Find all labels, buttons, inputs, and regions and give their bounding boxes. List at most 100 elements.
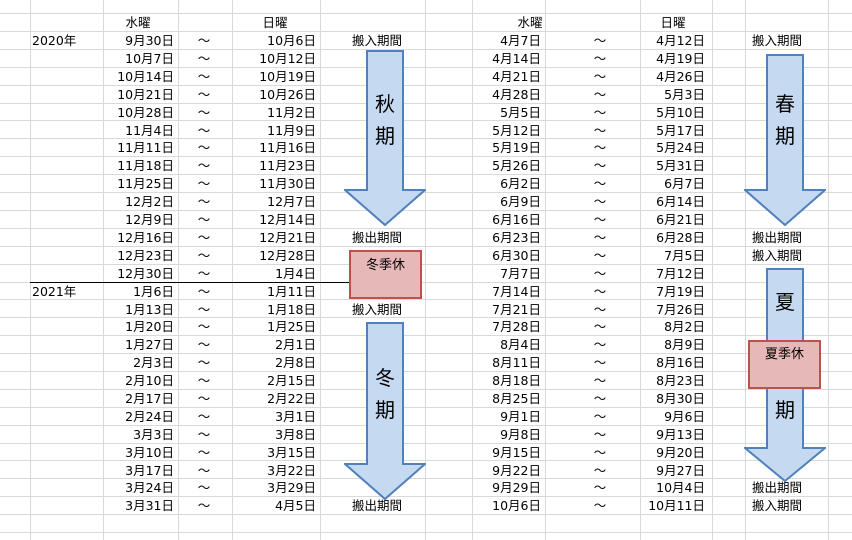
tilde-separator[interactable]: ～ — [593, 319, 607, 334]
tilde-separator[interactable]: ～ — [197, 355, 211, 370]
tilde-separator[interactable]: ～ — [197, 194, 211, 209]
date-sunday[interactable]: 5月17日 — [656, 123, 705, 138]
tilde-separator[interactable]: ～ — [197, 319, 211, 334]
date-sunday[interactable]: 5月10日 — [656, 105, 705, 120]
tilde-separator[interactable]: ～ — [593, 230, 607, 245]
tilde-separator[interactable]: ～ — [197, 427, 211, 442]
tilde-separator[interactable]: ～ — [593, 51, 607, 66]
date-wednesday[interactable]: 11月4日 — [125, 123, 174, 138]
tilde-separator[interactable]: ～ — [593, 140, 607, 155]
date-sunday[interactable]: 12月7日 — [267, 194, 316, 209]
tilde-separator[interactable]: ～ — [197, 284, 211, 299]
date-wednesday[interactable]: 1月6日 — [133, 284, 174, 299]
tilde-separator[interactable]: ～ — [593, 355, 607, 370]
tilde-separator[interactable]: ～ — [197, 158, 211, 173]
date-wednesday[interactable]: 2月24日 — [125, 409, 174, 424]
tilde-separator[interactable]: ～ — [593, 176, 607, 191]
date-wednesday[interactable]: 8月25日 — [492, 391, 541, 406]
date-wednesday[interactable]: 10月6日 — [492, 498, 541, 513]
period-note[interactable]: 搬出期間 — [752, 230, 803, 245]
date-sunday[interactable]: 3月1日 — [275, 409, 316, 424]
date-wednesday[interactable]: 10月14日 — [117, 69, 174, 84]
period-note[interactable]: 搬入期間 — [752, 33, 803, 48]
date-sunday[interactable]: 12月14日 — [259, 212, 316, 227]
date-sunday[interactable]: 4月12日 — [656, 33, 705, 48]
period-note[interactable]: 搬入期間 — [752, 248, 803, 263]
date-wednesday[interactable]: 12月16日 — [117, 230, 174, 245]
tilde-separator[interactable]: ～ — [593, 105, 607, 120]
date-wednesday[interactable]: 3月31日 — [125, 498, 174, 513]
date-wednesday[interactable]: 7月21日 — [492, 302, 541, 317]
period-note[interactable]: 搬出期間 — [352, 230, 403, 245]
tilde-separator[interactable]: ～ — [593, 427, 607, 442]
date-sunday[interactable]: 5月31日 — [656, 158, 705, 173]
period-note[interactable]: 搬入期間 — [352, 302, 403, 317]
date-sunday[interactable]: 9月27日 — [656, 463, 705, 478]
tilde-separator[interactable]: ～ — [197, 391, 211, 406]
tilde-separator[interactable]: ～ — [593, 391, 607, 406]
tilde-separator[interactable]: ～ — [197, 480, 211, 495]
date-sunday[interactable]: 10月4日 — [656, 480, 705, 495]
tilde-separator[interactable]: ～ — [593, 409, 607, 424]
date-wednesday[interactable]: 6月2日 — [500, 176, 541, 191]
tilde-separator[interactable]: ～ — [197, 123, 211, 138]
period-note[interactable]: 搬出期間 — [352, 498, 403, 513]
date-wednesday[interactable]: 9月1日 — [500, 409, 541, 424]
date-sunday[interactable]: 7月19日 — [656, 284, 705, 299]
date-wednesday[interactable]: 4月21日 — [492, 69, 541, 84]
date-sunday[interactable]: 3月29日 — [267, 480, 316, 495]
tilde-separator[interactable]: ～ — [593, 69, 607, 84]
tilde-separator[interactable]: ～ — [197, 498, 211, 513]
date-sunday[interactable]: 12月21日 — [259, 230, 316, 245]
tilde-separator[interactable]: ～ — [593, 373, 607, 388]
date-sunday[interactable]: 4月26日 — [656, 69, 705, 84]
date-wednesday[interactable]: 11月18日 — [117, 158, 174, 173]
date-sunday[interactable]: 1月4日 — [275, 266, 316, 281]
date-sunday[interactable]: 10月11日 — [648, 498, 705, 513]
date-wednesday[interactable]: 6月30日 — [492, 248, 541, 263]
date-sunday[interactable]: 8月23日 — [656, 373, 705, 388]
date-sunday[interactable]: 8月9日 — [664, 337, 705, 352]
date-wednesday[interactable]: 2月10日 — [125, 373, 174, 388]
date-wednesday[interactable]: 12月9日 — [125, 212, 174, 227]
date-sunday[interactable]: 1月11日 — [267, 284, 316, 299]
date-sunday[interactable]: 9月6日 — [664, 409, 705, 424]
tilde-separator[interactable]: ～ — [593, 158, 607, 173]
date-wednesday[interactable]: 4月7日 — [500, 33, 541, 48]
header-wednesday[interactable]: 水曜 — [517, 15, 543, 30]
date-sunday[interactable]: 3月22日 — [267, 463, 316, 478]
date-wednesday[interactable]: 5月19日 — [492, 140, 541, 155]
date-wednesday[interactable]: 1月27日 — [125, 337, 174, 352]
date-sunday[interactable]: 6月14日 — [656, 194, 705, 209]
date-wednesday[interactable]: 12月23日 — [117, 248, 174, 263]
tilde-separator[interactable]: ～ — [197, 69, 211, 84]
header-sunday[interactable]: 日曜 — [262, 15, 288, 30]
year-label-2020[interactable]: 2020年 — [32, 33, 77, 48]
period-note[interactable]: 搬入期間 — [752, 498, 803, 513]
date-sunday[interactable]: 3月8日 — [275, 427, 316, 442]
tilde-separator[interactable]: ～ — [593, 248, 607, 263]
tilde-separator[interactable]: ～ — [593, 194, 607, 209]
date-sunday[interactable]: 10月19日 — [259, 69, 316, 84]
date-wednesday[interactable]: 10月7日 — [125, 51, 174, 66]
date-wednesday[interactable]: 1月13日 — [125, 302, 174, 317]
date-wednesday[interactable]: 9月15日 — [492, 445, 541, 460]
date-wednesday[interactable]: 9月29日 — [492, 480, 541, 495]
date-wednesday[interactable]: 3月3日 — [133, 427, 174, 442]
date-sunday[interactable]: 10月6日 — [267, 33, 316, 48]
date-sunday[interactable]: 2月15日 — [267, 373, 316, 388]
date-sunday[interactable]: 3月15日 — [267, 445, 316, 460]
date-sunday[interactable]: 7月12日 — [656, 266, 705, 281]
tilde-separator[interactable]: ～ — [593, 480, 607, 495]
tilde-separator[interactable]: ～ — [197, 51, 211, 66]
date-sunday[interactable]: 1月18日 — [267, 302, 316, 317]
tilde-separator[interactable]: ～ — [593, 445, 607, 460]
date-sunday[interactable]: 1月25日 — [267, 319, 316, 334]
date-sunday[interactable]: 11月9日 — [267, 123, 316, 138]
date-sunday[interactable]: 9月13日 — [656, 427, 705, 442]
date-wednesday[interactable]: 7月14日 — [492, 284, 541, 299]
date-wednesday[interactable]: 6月9日 — [500, 194, 541, 209]
date-sunday[interactable]: 6月7日 — [664, 176, 705, 191]
tilde-separator[interactable]: ～ — [593, 302, 607, 317]
tilde-separator[interactable]: ～ — [593, 284, 607, 299]
